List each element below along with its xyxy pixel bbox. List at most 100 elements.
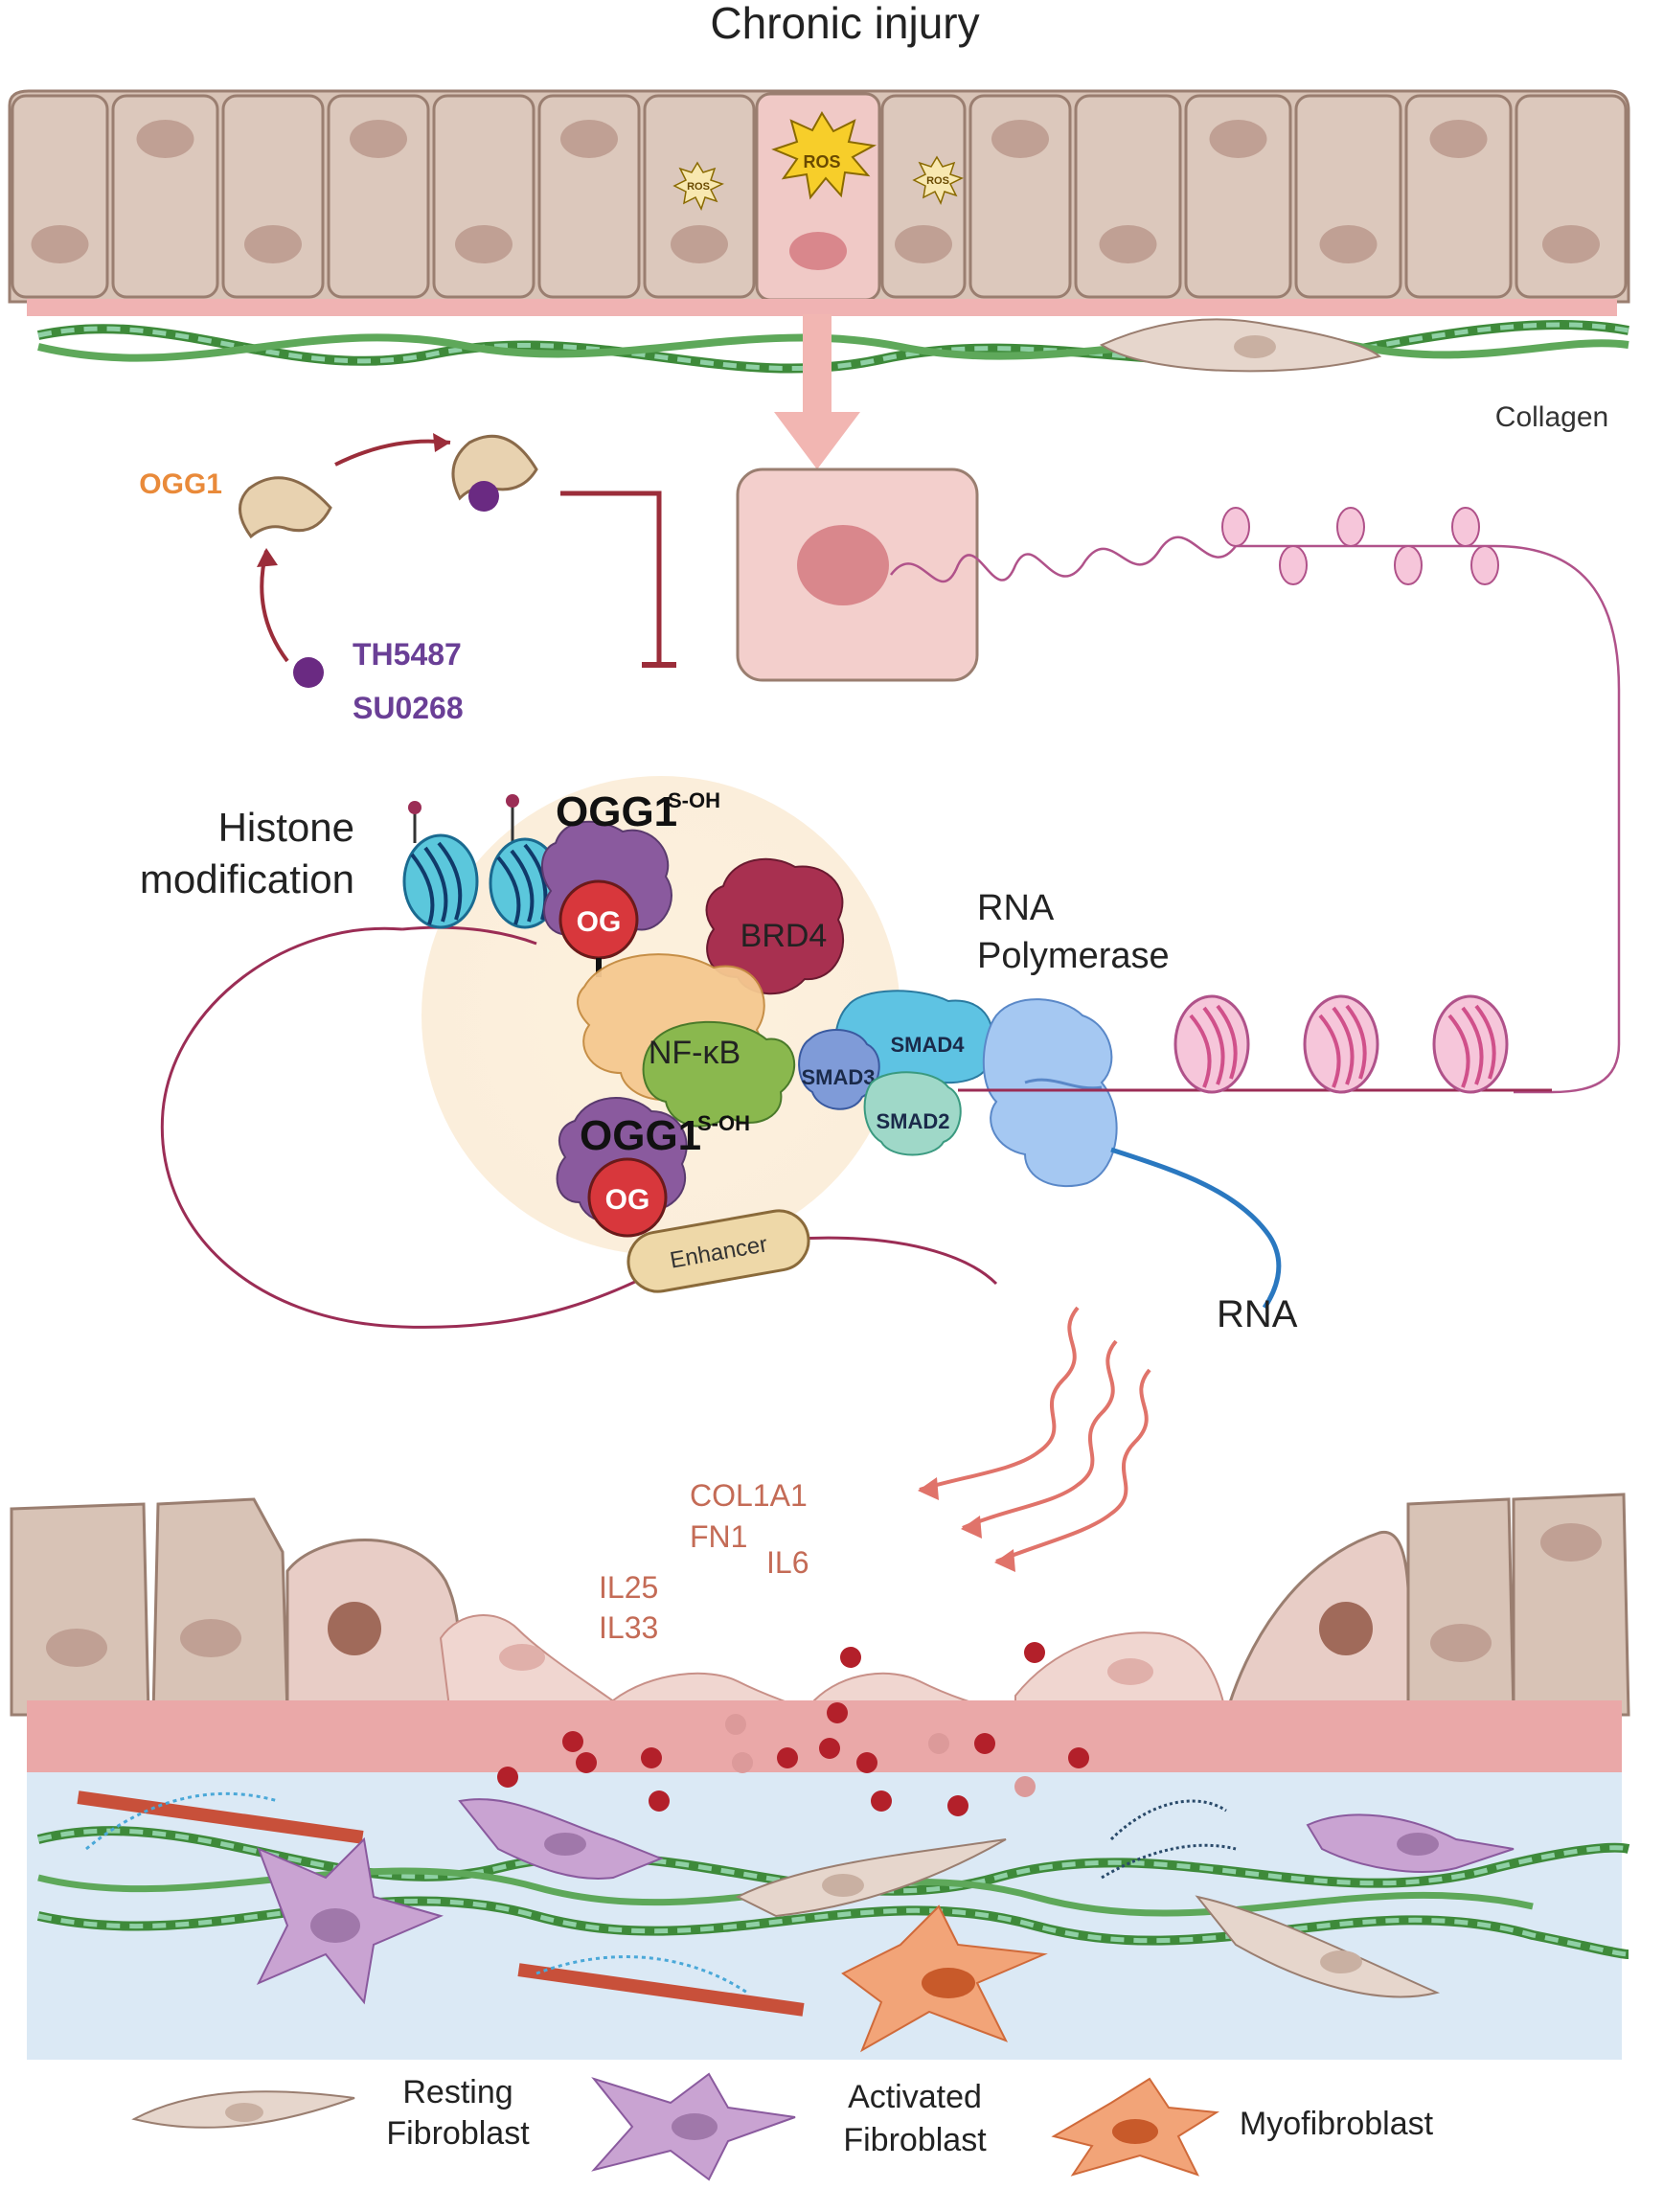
bottom-basement-membrane (27, 1700, 1622, 1772)
expression-arrows (919, 1306, 1151, 1563)
nfkb-subunit (642, 1020, 796, 1128)
epithelial-cell (11, 94, 109, 299)
cytokine-dot (732, 1752, 753, 1773)
smad3-label: SMAD3 (801, 1065, 875, 1089)
ogg1-protein-free (239, 476, 332, 539)
cytokine-dot (576, 1752, 597, 1773)
ros-label-right: ROS (926, 175, 949, 187)
cytokine-dot (562, 1731, 583, 1752)
legend-activated-line2: Fibroblast (843, 2122, 987, 2158)
brd4-label: BRD4 (740, 918, 828, 954)
down-arrow (774, 314, 860, 469)
small-nucleosome (1221, 507, 1250, 547)
epithelial-nucleus (1542, 225, 1600, 263)
gene-il6: IL6 (766, 1545, 809, 1580)
smad4-label: SMAD4 (890, 1033, 965, 1057)
epithelial-nucleus (991, 120, 1049, 158)
rnap-label-line2: Polymerase (977, 936, 1170, 976)
cycle-arrowhead-left (257, 548, 278, 567)
legend-resting-line1: Resting (402, 2074, 513, 2110)
inhibitor-th5487: TH5487 (353, 637, 462, 672)
smad3-protein (798, 1028, 880, 1110)
inhibitor-dot (293, 657, 324, 688)
cytokine-dot (974, 1733, 995, 1754)
ros-burst-small-left (672, 161, 724, 211)
cytokine-dot (497, 1767, 518, 1788)
gene-col1a1: COL1A1 (690, 1478, 808, 1513)
cycle-arrowhead-top (433, 433, 450, 452)
pink-nucleosome (1173, 994, 1250, 1094)
inhibitor-bound-dot (468, 481, 499, 512)
rna-polymerase (982, 998, 1118, 1188)
bottom-epithelium (10, 1493, 1630, 1717)
gene-il25: IL25 (599, 1570, 658, 1605)
cytokine-dot (827, 1702, 848, 1723)
ros-burst-large (771, 111, 877, 200)
cytokine-dot (819, 1738, 840, 1759)
legend: Resting Fibroblast Activated Fibroblast … (131, 2072, 1434, 2181)
rna-label: RNA (1217, 1293, 1298, 1335)
small-nucleosomes (1221, 507, 1499, 585)
legend-activated-line1: Activated (848, 2079, 982, 2115)
epithelial-nucleus (455, 225, 513, 263)
arrowhead-2 (961, 1516, 982, 1539)
arrowhead-1 (918, 1477, 939, 1500)
small-nucleosome (1451, 507, 1480, 547)
epithelial-nucleus (671, 225, 728, 263)
cycle-arrow-top (334, 439, 451, 467)
epithelial-nucleus (895, 225, 952, 263)
brd4-protein (705, 857, 844, 995)
cytokine-dot (649, 1790, 670, 1812)
pink-nucleosome (1432, 994, 1509, 1094)
og-lesion-bottom (587, 1157, 668, 1238)
epithelial-cell (1515, 94, 1628, 299)
og-top-label: OG (577, 906, 622, 938)
small-nucleosome (1279, 545, 1308, 585)
epithelial-nucleus (136, 120, 194, 158)
epithelial-cell (1294, 94, 1402, 299)
cytokine-dot (725, 1714, 746, 1735)
small-nucleosome (1336, 507, 1365, 547)
ogg1-top-label: OGG1 (556, 788, 677, 835)
cytokine-particles (497, 1642, 1089, 1816)
ros-label-left: ROS (687, 181, 710, 193)
figure-title: Chronic injury (710, 0, 979, 48)
epithelial-nucleus (350, 120, 407, 158)
fuzz-2 (535, 1955, 748, 1995)
top-epithelium: ROS ROS ROS (8, 89, 1630, 304)
og-bottom-label: OG (605, 1184, 650, 1216)
arrowhead-3 (994, 1549, 1015, 1572)
ogg1-top-sup: S-OH (668, 788, 720, 812)
gene-fn1: FN1 (690, 1519, 747, 1554)
epithelial-nucleus (1319, 225, 1378, 263)
epithelial-nucleus (560, 120, 618, 158)
cytokine-dot (871, 1790, 892, 1812)
histone-label-line2: modification (140, 856, 354, 901)
ogg1-bottom-sup: S-OH (697, 1111, 750, 1135)
cytokine-dot (840, 1647, 861, 1668)
epithelial-cell (432, 94, 535, 299)
pink-nucleosomes (1173, 994, 1509, 1094)
cycle-arrow-left (260, 550, 289, 663)
small-nucleosome (1470, 545, 1499, 585)
top-collagen-fiber (36, 319, 1629, 374)
cytokine-dot (1068, 1747, 1089, 1768)
gene-il33: IL33 (599, 1610, 658, 1645)
legend-resting-line2: Fibroblast (386, 2115, 530, 2152)
cytokine-dot (777, 1747, 798, 1768)
fibronectin-fiber-1 (77, 1790, 364, 1844)
cytokine-dot (641, 1747, 662, 1768)
ros-burst-small-right (912, 155, 964, 205)
legend-myofibroblast-line1: Myofibroblast (1240, 2106, 1434, 2142)
histone-label-line1: Histone (218, 805, 354, 850)
epithelial-nucleus (1429, 120, 1488, 158)
cytokine-dot (856, 1752, 877, 1773)
smad2-protein (863, 1071, 962, 1156)
collagen-label: Collagen (1495, 401, 1608, 433)
cytokine-dot (1024, 1642, 1045, 1663)
epithelial-cell (1074, 94, 1182, 299)
nfkb-label: NF-κB (649, 1035, 740, 1071)
rnap-label-line1: RNA (977, 888, 1055, 928)
ogg1-bottom-label: OGG1 (580, 1112, 701, 1159)
